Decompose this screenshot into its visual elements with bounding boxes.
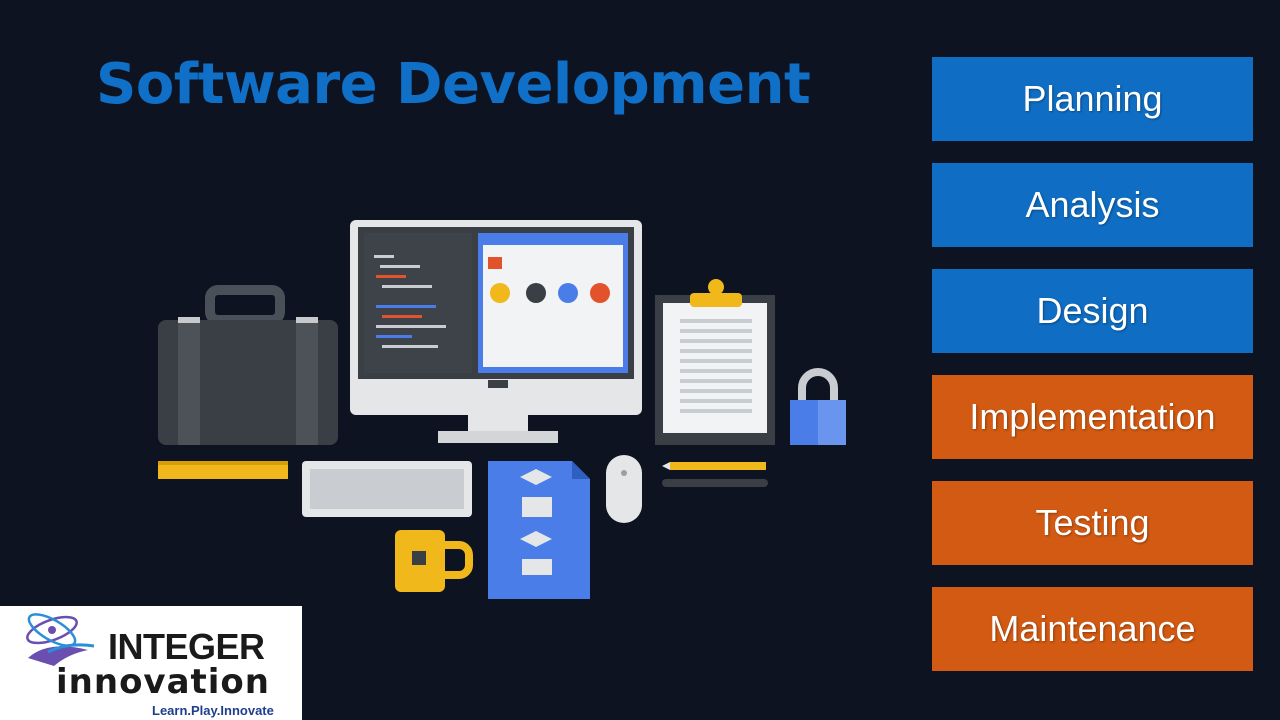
phase-list: Planning Analysis Design Implementation … — [932, 57, 1253, 693]
page-title: Software Development — [96, 52, 811, 117]
logo-text-integer: INTEGER — [108, 626, 265, 667]
logo-tagline: Learn.Play.Innovate — [152, 703, 274, 718]
integer-innovation-logo: INTEGER innovation Learn.Play.Innovate — [0, 606, 302, 720]
padlock-icon — [790, 368, 846, 445]
logo-text-innovation: innovation — [56, 662, 270, 702]
phase-design: Design — [932, 269, 1253, 353]
phase-maintenance: Maintenance — [932, 587, 1253, 671]
phase-analysis: Analysis — [932, 163, 1253, 247]
briefcase-icon — [158, 285, 338, 445]
software-dev-illustration — [158, 220, 846, 599]
flowchart-document-icon — [488, 461, 590, 599]
keyboard-icon — [302, 461, 472, 517]
pencil-icon — [662, 462, 768, 487]
mouse-icon — [606, 455, 642, 523]
clipboard-icon — [655, 279, 775, 445]
logo-atom-icon — [26, 613, 95, 666]
phase-testing: Testing — [932, 481, 1253, 565]
ruler-icon — [158, 461, 288, 479]
mug-icon — [395, 530, 473, 592]
phase-implementation: Implementation — [932, 375, 1253, 459]
monitor-icon — [350, 220, 642, 443]
phase-planning: Planning — [932, 57, 1253, 141]
